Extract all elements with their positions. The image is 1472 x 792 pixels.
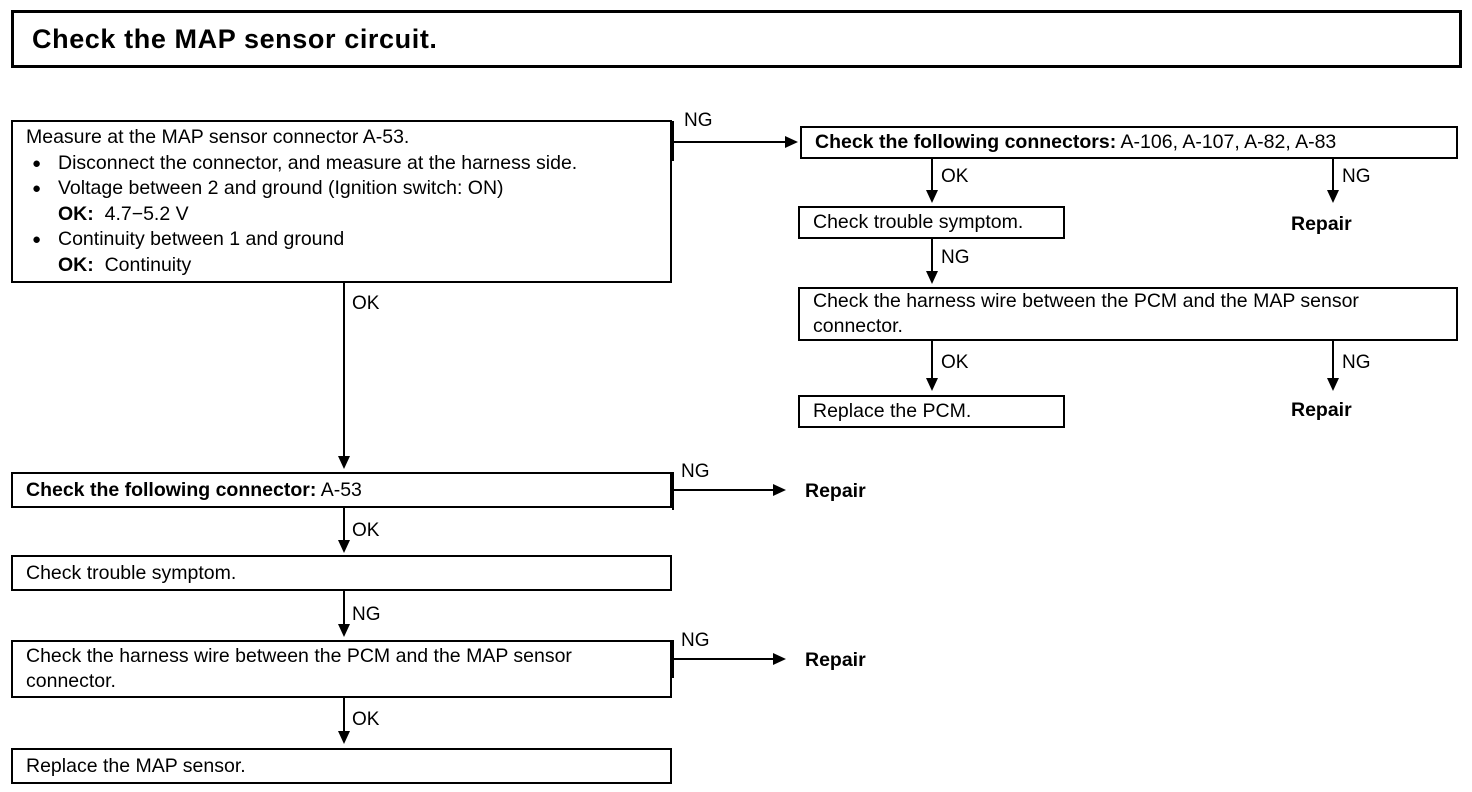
measure-bullet-1-text: Disconnect the connector, and measure at… bbox=[58, 151, 578, 174]
edge-lconn-ng-arrowhead bbox=[773, 484, 786, 496]
node-right-symptom: Check trouble symptom. bbox=[798, 206, 1065, 239]
measure-heading: Measure at the MAP sensor connector A-53… bbox=[26, 126, 410, 148]
terminal-repair-left-upper: Repair bbox=[805, 480, 866, 502]
left-connector-label: Check the following connector: bbox=[26, 478, 317, 501]
edge-measure-ng-line bbox=[672, 141, 786, 143]
ok-label: OK: bbox=[58, 253, 94, 276]
edge-lsym-ng-line bbox=[343, 591, 345, 625]
edge-lharn-ng-arrowhead bbox=[773, 653, 786, 665]
edge-rharn-ng-line bbox=[1332, 341, 1334, 381]
measure-bullet-3-ok: OK: Continuity bbox=[58, 253, 191, 279]
edge-label-measure-ng: NG bbox=[684, 110, 713, 131]
edge-lharn-ok-arrowhead bbox=[338, 731, 350, 744]
edge-lharn-ng-line bbox=[672, 658, 774, 660]
edge-rharn-ng-arrowhead bbox=[1327, 378, 1339, 391]
terminal-repair-top-right: Repair bbox=[1291, 213, 1352, 235]
node-right-harness: Check the harness wire between the PCM a… bbox=[798, 287, 1458, 341]
right-connectors-label: Check the following connectors: bbox=[815, 131, 1117, 153]
edge-rconn-ok-line bbox=[931, 159, 933, 193]
measure-bullet-2: ● Voltage between 2 and ground (Ignition… bbox=[26, 176, 660, 227]
bullet-dot-icon: ● bbox=[32, 231, 42, 248]
edge-measure-ng-arrowhead bbox=[785, 136, 798, 148]
edge-rsym-ng-line bbox=[931, 239, 933, 273]
title-box: Check the MAP sensor circuit. bbox=[11, 10, 1462, 68]
edge-label-lharn-ok: OK bbox=[352, 709, 380, 730]
measure-bullet-1: ● Disconnect the connector, and measure … bbox=[26, 151, 660, 177]
left-connector-value: A-53 bbox=[320, 478, 362, 501]
edge-rharn-ok-line bbox=[931, 341, 933, 381]
edge-label-rconn-ok: OK bbox=[941, 166, 969, 187]
edge-lsym-ng-arrowhead bbox=[338, 624, 350, 637]
edge-label-measure-ok: OK bbox=[352, 293, 380, 314]
measure-bullet-2-text: Voltage between 2 and ground (Ignition s… bbox=[58, 177, 504, 199]
edge-label-lharn-ng: NG bbox=[681, 630, 710, 651]
bullet-dot-icon: ● bbox=[32, 154, 42, 172]
edge-rconn-ng-line bbox=[1332, 159, 1334, 193]
right-connectors-line: Check the following connectors: A-106, A… bbox=[802, 130, 1456, 155]
terminal-repair-left-lower: Repair bbox=[805, 649, 866, 671]
edge-rconn-ok-arrowhead bbox=[926, 190, 938, 203]
edge-label-rconn-ng: NG bbox=[1342, 166, 1371, 187]
node-right-replace: Replace the PCM. bbox=[798, 395, 1065, 428]
edge-rconn-ng-arrowhead bbox=[1327, 190, 1339, 203]
left-connector-line: Check the following connector: A-53 bbox=[13, 478, 670, 503]
ok-label: OK: bbox=[58, 202, 94, 225]
ok-value: 4.7−5.2 V bbox=[104, 202, 189, 225]
node-left-connector: Check the following connector: A-53 bbox=[11, 472, 672, 508]
measure-bullet-2-ok: OK: 4.7−5.2 V bbox=[58, 202, 189, 228]
edge-measure-ok-line bbox=[343, 283, 345, 459]
edge-rharn-ok-arrowhead bbox=[926, 378, 938, 391]
edge-label-lconn-ok: OK bbox=[352, 520, 380, 541]
right-symptom-label: Check trouble symptom. bbox=[813, 211, 1024, 233]
edge-label-lconn-ng: NG bbox=[681, 461, 710, 482]
edge-label-lsym-ng: NG bbox=[352, 604, 381, 625]
edge-label-rharn-ng: NG bbox=[1342, 352, 1371, 373]
edge-rsym-ng-arrowhead bbox=[926, 271, 938, 284]
edge-measure-ok-arrowhead bbox=[338, 456, 350, 469]
left-symptom-label: Check trouble symptom. bbox=[26, 561, 237, 584]
edge-lconn-ok-line bbox=[343, 508, 345, 542]
edge-label-rsym-ng: NG bbox=[941, 247, 970, 268]
right-harness-label: Check the harness wire between the PCM a… bbox=[813, 290, 1359, 337]
node-left-harness: Check the harness wire between the PCM a… bbox=[11, 640, 672, 698]
right-connectors-value: A-106, A-107, A-82, A-83 bbox=[1120, 131, 1337, 153]
edge-lconn-ng-stub bbox=[672, 472, 674, 510]
node-left-symptom: Check trouble symptom. bbox=[11, 555, 672, 591]
edge-lharn-ok-line bbox=[343, 698, 345, 734]
node-right-connectors: Check the following connectors: A-106, A… bbox=[800, 126, 1458, 159]
right-replace-label: Replace the PCM. bbox=[813, 400, 972, 422]
measure-bullet-3-text: Continuity between 1 and ground bbox=[58, 228, 345, 250]
page-title: Check the MAP sensor circuit. bbox=[32, 23, 438, 54]
bullet-dot-icon: ● bbox=[32, 180, 42, 197]
edge-lconn-ok-arrowhead bbox=[338, 540, 350, 553]
node-left-replace: Replace the MAP sensor. bbox=[11, 748, 672, 784]
measure-bullet-3: ● Continuity between 1 and ground OK: Co… bbox=[26, 227, 660, 278]
left-harness-label: Check the harness wire between the PCM a… bbox=[26, 645, 572, 692]
edge-lconn-ng-line bbox=[672, 489, 774, 491]
edge-label-rharn-ok: OK bbox=[941, 352, 969, 373]
terminal-repair-bottom-right: Repair bbox=[1291, 399, 1352, 421]
left-replace-label: Replace the MAP sensor. bbox=[26, 754, 246, 777]
ok-value: Continuity bbox=[104, 253, 192, 276]
node-measure: Measure at the MAP sensor connector A-53… bbox=[11, 120, 672, 283]
